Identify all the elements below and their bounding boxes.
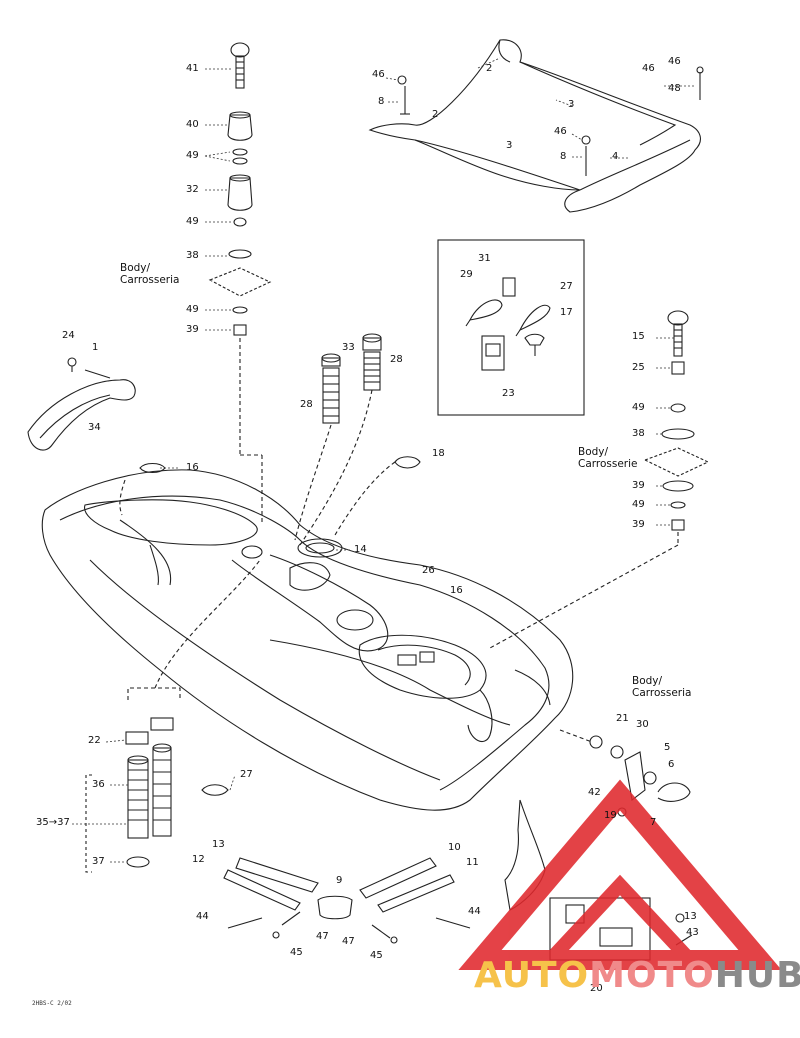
body-label-right: Body/ Carrosserie xyxy=(578,446,638,471)
callout-1: 1 xyxy=(92,342,99,353)
callout-3: 3 xyxy=(568,99,575,110)
callout-8: 8 xyxy=(378,96,385,107)
watermark-auto: AUTO xyxy=(474,955,590,996)
body-label-left: Body/ Carrosseria xyxy=(120,262,180,287)
callout-18: 18 xyxy=(432,448,445,459)
callout-32: 32 xyxy=(186,184,199,195)
callout-30: 30 xyxy=(636,719,649,730)
callout-16: 16 xyxy=(450,585,463,596)
callout-33: 33 xyxy=(342,342,355,353)
callout-28: 28 xyxy=(300,399,313,410)
callout-27: 27 xyxy=(560,281,573,292)
callout-17: 17 xyxy=(560,307,573,318)
callout-10: 10 xyxy=(448,842,461,853)
callout-47: 47 xyxy=(316,931,329,942)
hull-body xyxy=(41,469,574,811)
callout-27: 27 xyxy=(240,769,253,780)
callout-46: 46 xyxy=(372,69,385,80)
left-mount-stack xyxy=(208,42,272,525)
callout-8: 8 xyxy=(560,151,567,162)
rub-rails xyxy=(223,857,471,944)
callout-31: 31 xyxy=(478,253,491,264)
callout-49: 49 xyxy=(632,402,645,413)
callout-48: 48 xyxy=(668,83,681,94)
seat-assembly xyxy=(368,39,704,213)
callout-5: 5 xyxy=(664,742,671,753)
callout-36: 36 xyxy=(92,779,105,790)
callout-13: 13 xyxy=(684,911,697,922)
callout-25: 25 xyxy=(632,362,645,373)
callout-46: 46 xyxy=(554,126,567,137)
callout-14: 14 xyxy=(354,544,367,555)
middle-tubes xyxy=(119,333,421,554)
callout-29: 29 xyxy=(460,269,473,280)
callout-35-37: 35→37 xyxy=(36,817,70,828)
callout-41: 41 xyxy=(186,63,199,74)
callout-46: 46 xyxy=(668,56,681,67)
callout-26: 26 xyxy=(422,565,435,576)
callout-47: 47 xyxy=(342,936,355,947)
callout-45: 45 xyxy=(370,950,383,961)
watermark-hub: HUB xyxy=(714,955,800,996)
body-label-bottom: Body/ Carrosseria xyxy=(632,675,692,700)
watermark-moto: MOTO xyxy=(589,955,715,996)
callout-44: 44 xyxy=(196,911,209,922)
callout-39: 39 xyxy=(632,519,645,530)
callout-49: 49 xyxy=(186,304,199,315)
callout-46: 46 xyxy=(642,63,655,74)
callout-42: 42 xyxy=(588,787,601,798)
callout-2: 2 xyxy=(432,109,439,120)
callout-34: 34 xyxy=(88,422,101,433)
callout-9: 9 xyxy=(336,875,343,886)
callout-40: 40 xyxy=(186,119,199,130)
tube-assembly xyxy=(85,559,261,873)
callout-4: 4 xyxy=(612,151,619,162)
callout-12: 12 xyxy=(192,854,205,865)
callout-49: 49 xyxy=(186,216,199,227)
callout-19: 19 xyxy=(604,810,617,821)
inset-box xyxy=(437,239,585,416)
callout-39: 39 xyxy=(186,324,199,335)
callout-38: 38 xyxy=(632,428,645,439)
callout-2: 2 xyxy=(486,63,493,74)
callout-3: 3 xyxy=(506,140,513,151)
callout-49: 49 xyxy=(632,499,645,510)
callout-24: 24 xyxy=(62,330,75,341)
callout-43: 43 xyxy=(686,927,699,938)
callout-38: 38 xyxy=(186,250,199,261)
drawing-code: 2HBS-C 2/02 xyxy=(32,1000,72,1007)
callout-11: 11 xyxy=(466,857,479,868)
callout-28: 28 xyxy=(390,354,403,365)
leader-lines xyxy=(72,57,696,863)
callout-44: 44 xyxy=(468,906,481,917)
callout-15: 15 xyxy=(632,331,645,342)
callout-45: 45 xyxy=(290,947,303,958)
callout-37: 37 xyxy=(92,856,105,867)
callout-7: 7 xyxy=(650,817,657,828)
callout-6: 6 xyxy=(668,759,675,770)
callout-13: 13 xyxy=(212,839,225,850)
grab-handle xyxy=(27,357,136,451)
callout-39: 39 xyxy=(632,480,645,491)
callout-22: 22 xyxy=(88,735,101,746)
callout-23: 23 xyxy=(502,388,515,399)
watermark-logo xyxy=(458,779,782,970)
callout-49: 49 xyxy=(186,150,199,161)
right-mount-stack xyxy=(489,310,710,649)
callout-16: 16 xyxy=(186,462,199,473)
watermark-text: AUTOMOTOHUB xyxy=(474,958,800,994)
callout-20: 20 xyxy=(590,983,603,994)
callout-21: 21 xyxy=(616,713,629,724)
